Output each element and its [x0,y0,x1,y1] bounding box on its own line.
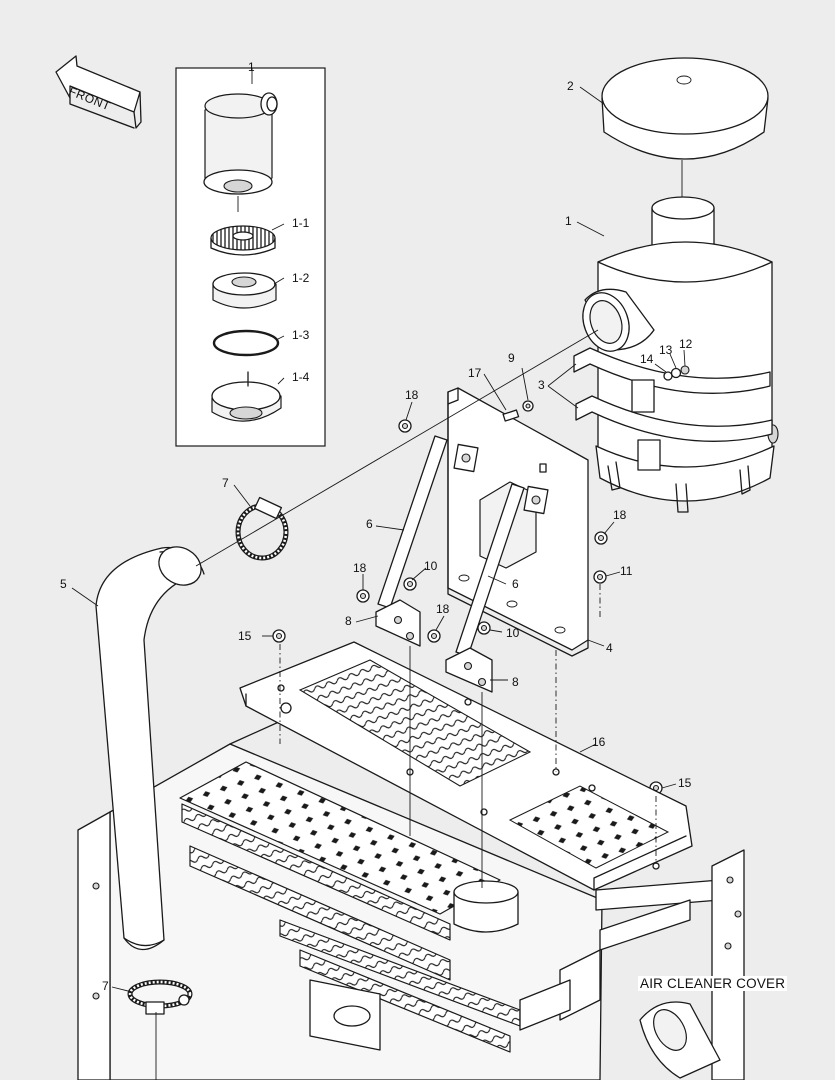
callout-5: 5 [60,577,67,591]
bolts [272,400,663,795]
callout-1-1: 1-1 [292,216,310,230]
callout-6-right: 6 [512,577,519,591]
lower-frame [77,715,745,1080]
bolt-18-left [356,589,370,603]
callout-4: 4 [606,641,613,655]
callout-7-upper: 7 [222,476,229,490]
callout-1-main: 1 [565,214,572,228]
bolt-18-right [594,531,608,545]
callout-1-inset: 1 [248,60,255,74]
bolt-11 [593,570,607,584]
small-hardware-12-13-14 [663,365,690,381]
callout-14: 14 [640,352,654,366]
bolt-10b [477,621,491,635]
callout-12: 12 [679,337,693,351]
callout-17: 17 [468,366,482,380]
front-arrow [55,55,142,129]
callout-15-left: 15 [238,629,252,643]
callout-18-left: 18 [353,561,367,575]
air-cleaner-body [573,196,779,513]
washer-9 [522,400,534,412]
support-stays [375,435,549,693]
air-cleaner-cap [601,57,769,200]
callout-18-top: 18 [405,388,419,402]
callout-3: 3 [538,378,545,392]
callout-6-left: 6 [366,517,373,531]
air-cleaner-cover-caption: AIR CLEANER COVER [638,976,788,991]
callout-1-2: 1-2 [292,271,310,285]
callout-10-lower: 10 [506,626,520,640]
callout-15-right: 15 [678,776,692,790]
filter-breakdown-inset [175,67,326,447]
callout-18-right: 18 [613,508,627,522]
callout-9: 9 [508,351,515,365]
callout-1-3: 1-3 [292,328,310,342]
bolt-10a [403,577,417,591]
callout-16: 16 [592,735,606,749]
callout-11: 11 [620,564,633,578]
callout-8-right: 8 [512,675,519,689]
cover-plate [239,641,693,891]
hose-clamp-upper [235,496,289,561]
callout-1-4: 1-4 [292,370,310,384]
callout-7-lower: 7 [102,979,109,993]
callout-10-upper: 10 [424,559,438,573]
callout-8-left: 8 [345,614,352,628]
bolt-18-mid [427,629,441,643]
hose-clamp-lower [127,979,193,1015]
callout-18-mid: 18 [436,602,450,616]
bolt-18-top [398,419,412,433]
bolt-17 [502,409,520,422]
callout-2: 2 [567,79,574,93]
leader-lines [71,86,686,1080]
bolt-15-left [272,629,286,643]
callout-13: 13 [659,343,673,357]
intake-duct [95,546,205,951]
